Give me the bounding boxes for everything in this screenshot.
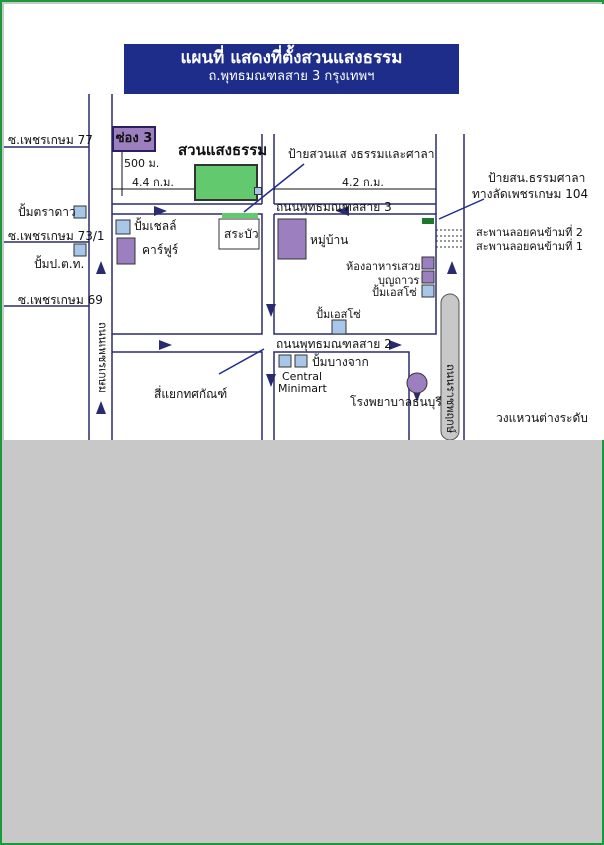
label-road-phutthamonthon-3: ถนนพุทธมณฑลสาย 3 xyxy=(276,200,392,214)
label-central-2: Minimart xyxy=(278,382,327,395)
label-bridge-2: สะพานลอยคนข้ามที่ 2 xyxy=(476,226,583,239)
label-road-petchkasem: ถนนเพชรเกษม xyxy=(96,322,109,394)
block-right xyxy=(273,213,437,335)
map-title-box: แผนที่ แสดงที่ตั้งสวนแสงธรรม ถ.พุทธมณฑลส… xyxy=(124,44,459,94)
label-restaurant-1: ห้องอาหารเสวย xyxy=(346,260,421,273)
pump-bangchak-box-1 xyxy=(278,354,292,368)
arrow-top-right xyxy=(154,206,167,216)
label-pump-shell: ปั้มเชลล์ xyxy=(134,219,177,233)
block-lower-left xyxy=(112,351,263,440)
bridge-2-shape xyxy=(435,229,465,237)
carrefour-box xyxy=(116,237,136,265)
label-sign-sala-sub: ทางลัดเพชรเกษม 104 xyxy=(472,187,589,201)
map-drawing xyxy=(4,94,485,440)
direction-arrows xyxy=(96,206,457,414)
pump-ptt-box xyxy=(73,243,87,257)
label-intersection: สี่แยกทศกัณฑ์ xyxy=(154,387,228,401)
park-marker xyxy=(254,187,262,195)
label-pump-bangchak: ปั้มบางจาก xyxy=(312,355,369,369)
pump-tradao-box xyxy=(73,205,87,219)
label-500m: 500 ม. xyxy=(124,157,160,170)
green-sign-sala xyxy=(422,218,434,224)
label-sabua: สระบัว xyxy=(224,227,259,241)
restaurant-box-1 xyxy=(421,256,435,270)
arrow-mid-right xyxy=(159,340,172,350)
green-sign-suan xyxy=(222,213,258,218)
map-area: แผนที่ แสดงที่ตั้งสวนแสงธรรม ถ.พุทธมณฑลส… xyxy=(4,4,604,440)
arrow-down-1 xyxy=(266,304,276,317)
label-sign-suan-sala: ป้ายสวนแส งธรรมและศาลา xyxy=(288,147,435,161)
pointer-sign-suan xyxy=(243,163,305,213)
label-bridge-1: สะพานลอยคนข้ามที่ 1 xyxy=(476,240,583,253)
arrow-top-left xyxy=(336,206,349,216)
arrow-up-1 xyxy=(96,261,106,274)
label-road-phutthamonthon-2: ถนนพุทธมณฑลสาย 2 xyxy=(276,337,392,351)
pump-bangchak-box-2 xyxy=(294,354,308,368)
label-soi-73-1: ซ.เพชรเกษม 73/1 xyxy=(8,229,105,243)
label-4-4km: 4.4 ก.ม. xyxy=(132,176,174,189)
pump-shell-box xyxy=(115,219,131,235)
arrow-up-right xyxy=(447,261,457,274)
block-left xyxy=(112,213,263,335)
label-interchange: วงแหวนต่างระดับ xyxy=(496,411,588,425)
pump-esso-box-1 xyxy=(421,284,435,298)
arrow-mid-right-2 xyxy=(389,340,402,350)
pointer-intersection xyxy=(218,348,265,375)
label-soi-69: ซ.เพชรเกษม 69 xyxy=(18,293,103,307)
label-ring-road: ถนนราชพฤกษ์ xyxy=(444,364,457,434)
label-hospital: โรงพยาบาลธนบุรี xyxy=(350,395,442,409)
map-subtitle: ถ.พุทธมณฑลสาย 3 กรุงเทพฯ xyxy=(208,69,375,84)
label-sign-sala: ป้ายสน.ธรรมศาลา xyxy=(488,171,586,185)
label-suan-sangtham: สวนแสงธรรม xyxy=(178,141,268,159)
label-pump-esso-2: ปั้มเอสโซ่ xyxy=(316,308,361,321)
label-village: หมู่บ้าน xyxy=(310,233,349,247)
suan-sangtham-park xyxy=(194,164,258,201)
label-soi-77: ซ.เพชรเกษม 77 xyxy=(8,133,93,147)
pump-esso-box-2 xyxy=(331,319,347,335)
arrow-up-2 xyxy=(96,401,106,414)
village-box xyxy=(277,218,307,260)
pointer-sign-sala xyxy=(438,198,485,220)
bridge-1-shape xyxy=(435,240,465,248)
ring-road-shape xyxy=(440,293,460,440)
label-restaurant-2: บุญถาวร xyxy=(378,274,420,287)
label-pump-tradao: ปั้มตราดาว xyxy=(18,205,76,219)
restaurant-box-2 xyxy=(421,270,435,284)
hospital-circle xyxy=(406,372,428,394)
label-4-2km: 4.2 ก.ม. xyxy=(342,176,384,189)
sabua-box xyxy=(218,218,260,250)
map-title: แผนที่ แสดงที่ตั้งสวนแสงธรรม xyxy=(180,48,403,68)
label-central-1: Central xyxy=(282,370,323,383)
soi-3-box: ซ่อง 3 xyxy=(112,126,156,152)
label-pump-esso-1: ปั้มเอสโซ่ xyxy=(372,286,417,299)
label-pump-ptt: ปั้มป.ต.ท. xyxy=(34,257,85,271)
label-carrefour: คาร์ฟูร์ xyxy=(142,243,179,257)
arrow-down-2 xyxy=(266,374,276,387)
block-lower-right xyxy=(273,351,410,440)
